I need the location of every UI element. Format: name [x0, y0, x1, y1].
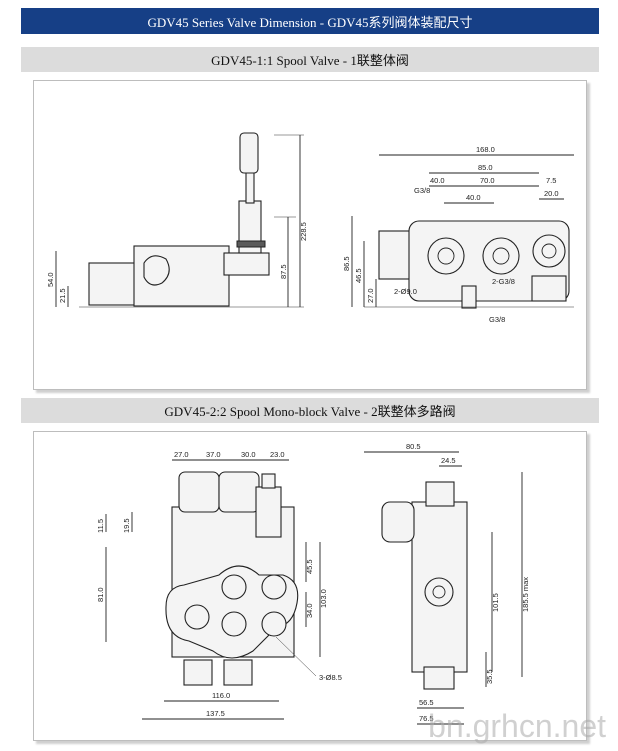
dim-24-label: 24.5 [441, 456, 456, 465]
dim-35-label: 35.5 [485, 669, 494, 684]
lever-rod [245, 168, 255, 204]
section2-side-view: 80.5 24.5 101.5 185.5 max 35.5 56.5 76.5 [364, 442, 530, 725]
mono-side-port [424, 577, 454, 607]
dim-40a-label: 40.0 [430, 176, 445, 185]
port-top-label: G3/8 [414, 186, 430, 195]
port-b1 [221, 611, 247, 637]
watermark: bn.grhcn.net [428, 708, 606, 744]
dim-116-label: 116.0 [212, 691, 230, 700]
mono-side-foot [423, 666, 455, 690]
section2-drawing: 27.0 37.0 30.0 23.0 11.5 19.5 81.0 45.5 … [96, 442, 530, 725]
dim-30-label: 30.0 [241, 450, 256, 459]
dim-7-label: 7.5 [546, 176, 556, 185]
hole-label: 3-Ø8.5 [319, 673, 342, 682]
mono-side-spool [381, 501, 415, 543]
front-port-c-inner [541, 243, 557, 259]
port-bot-label: G3/8 [489, 315, 505, 324]
lever-nut [236, 240, 266, 248]
dim-40b-label: 40.0 [466, 193, 481, 202]
mono-side-port-inner [432, 585, 446, 599]
dim-37-label: 37.0 [206, 450, 221, 459]
port-p [184, 604, 210, 630]
dim-45-label: 45.5 [305, 559, 314, 574]
section2-front-view: 27.0 37.0 30.0 23.0 11.5 19.5 81.0 45.5 … [96, 450, 342, 720]
dim-103-label: 103.0 [319, 589, 328, 608]
front-relief [531, 275, 567, 302]
section1-title-bar: GDV45-1:1 Spool Valve - 1联整体阀 [21, 47, 599, 72]
dim-11-label: 11.5 [96, 519, 105, 533]
side-cap [223, 252, 270, 276]
section2-title: GDV45-2:2 Spool Mono-block Valve - 2联整体多… [164, 404, 456, 419]
front-port-b-inner [492, 247, 510, 265]
section1-side-view: 228.5 87.5 54.0 21.5 [46, 132, 308, 308]
handle-2-stub [223, 659, 253, 686]
dim-70-label: 70.0 [480, 176, 495, 185]
relief-valve [255, 486, 282, 538]
port-a2 [261, 574, 287, 600]
dim-168-label: 168.0 [476, 145, 495, 154]
port-mid-label: 2-G3/8 [492, 277, 515, 286]
dim-76-label: 76.5 [419, 714, 434, 723]
dim-27-label: 27.0 [174, 450, 189, 459]
spool-2-head [218, 471, 260, 513]
dim-27-label: 27.0 [366, 288, 375, 303]
section1-front-view: 168.0 85.0 40.0 70.0 7.5 20.0 40.0 G3/8 … [342, 145, 574, 324]
dim-56-label: 56.5 [419, 698, 434, 707]
lever-handle [239, 132, 259, 174]
page-header-banner: GDV45 Series Valve Dimension - GDV45系列阀体… [21, 8, 599, 34]
section2-drawing-panel: 27.0 37.0 30.0 23.0 11.5 19.5 81.0 45.5 … [33, 431, 587, 741]
front-port-b [482, 237, 520, 275]
front-port-a-inner [437, 247, 455, 265]
dim-19-label: 19.5 [122, 518, 131, 533]
page-header-title: GDV45 Series Valve Dimension - GDV45系列阀体… [147, 14, 473, 30]
dim-87-label: 87.5 [279, 264, 288, 279]
section1-drawing-panel: 228.5 87.5 54.0 21.5 168.0 85.0 [33, 80, 587, 390]
dim-228-label: 228.5 [299, 222, 308, 241]
front-port-a [427, 237, 465, 275]
dim-46-label: 46.5 [354, 268, 363, 283]
dim-85-label: 85.0 [478, 163, 493, 172]
dim-54-label: 54.0 [46, 272, 55, 287]
dim-86-label: 86.5 [342, 256, 351, 271]
dim-34-label: 34.0 [305, 603, 314, 618]
hole-label: 2-Ø9.0 [394, 287, 417, 296]
port-b2 [261, 611, 287, 637]
section1-title: GDV45-1:1 Spool Valve - 1联整体阀 [211, 53, 409, 68]
section1-drawing: 228.5 87.5 54.0 21.5 168.0 85.0 [46, 132, 574, 324]
dim-101-label: 101.5 [491, 593, 500, 612]
spool-1-head [178, 471, 220, 513]
dim-185-label: 185.5 max [521, 577, 530, 612]
dim-137-label: 137.5 [206, 709, 225, 718]
side-port-boss [143, 255, 170, 286]
front-port-c [532, 234, 566, 268]
front-foot [461, 285, 477, 309]
port-a1 [221, 574, 247, 600]
dim-81-label: 81.0 [96, 587, 105, 602]
handle-1-stub [183, 659, 213, 686]
dim-21-label: 21.5 [58, 288, 67, 303]
mono-side-top [425, 481, 455, 507]
dim-20-label: 20.0 [544, 189, 559, 198]
hole-leader [275, 636, 317, 677]
dim-23-label: 23.0 [270, 450, 285, 459]
section2-title-bar: GDV45-2:2 Spool Mono-block Valve - 2联整体多… [21, 398, 599, 423]
dim-80-label: 80.5 [406, 442, 421, 451]
relief-cap [261, 473, 276, 489]
